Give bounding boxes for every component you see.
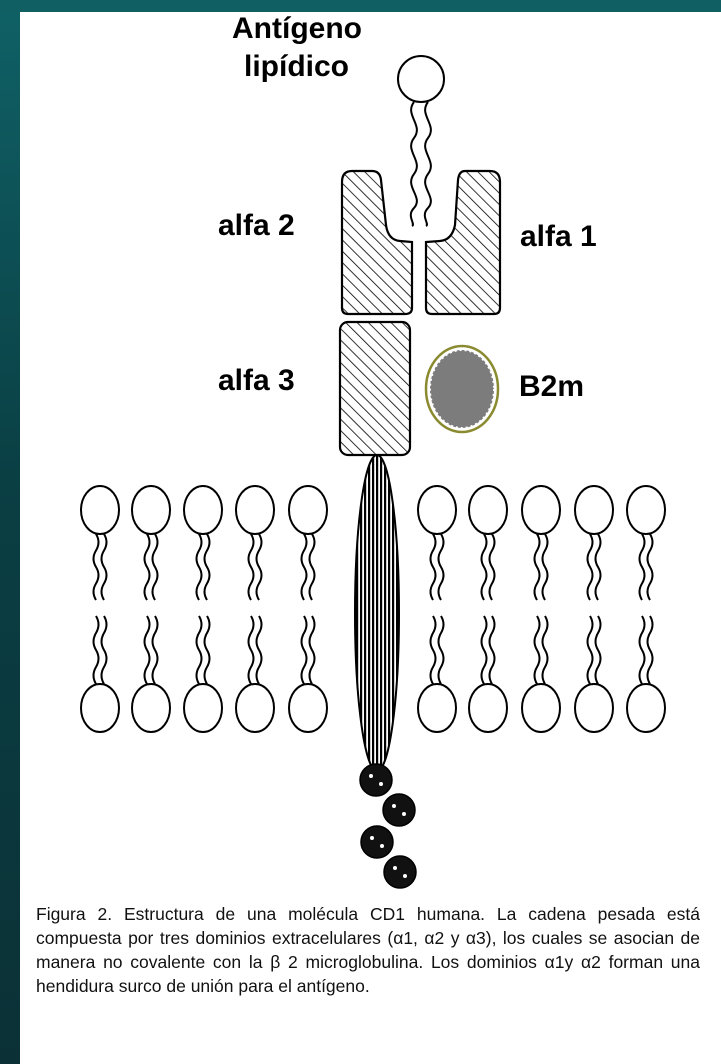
phospholipid-tail <box>543 534 548 600</box>
phospholipid-tail <box>302 616 307 684</box>
b2m-label: B2m <box>519 370 584 404</box>
phospholipid-head-inner <box>236 684 274 732</box>
alpha3-domain <box>340 322 410 455</box>
phospholipid-head-outer <box>627 486 665 534</box>
phospholipid-head-inner <box>132 684 170 732</box>
phospholipid-tail <box>482 534 487 600</box>
b2m-domain <box>426 346 498 432</box>
phospholipid-head-inner <box>575 684 613 732</box>
lipid-antigen <box>398 56 444 226</box>
phospholipid-tail <box>257 534 262 600</box>
phospholipid-tail <box>153 616 158 684</box>
phospholipid-tail <box>490 534 495 600</box>
phospholipid-head-outer <box>418 486 456 534</box>
transmembrane-segment <box>355 455 399 771</box>
phospholipid-head-inner <box>184 684 222 732</box>
phospholipid-head-inner <box>289 684 327 732</box>
phospholipid-tail <box>249 534 254 600</box>
phospholipid-tail <box>205 534 210 600</box>
phospholipid-tail <box>431 534 436 600</box>
phospholipid-tail <box>145 616 150 684</box>
phospholipid-head-outer <box>289 486 327 534</box>
phospholipid-head-outer <box>184 486 222 534</box>
alfa1-label: alfa 1 <box>520 220 597 254</box>
antigen-label-line1: Antígeno <box>232 12 362 46</box>
phospholipid-tail <box>640 534 645 600</box>
phospholipid-head-outer <box>81 486 119 534</box>
phospholipid-head-outer <box>132 486 170 534</box>
phospholipid-tail <box>482 616 487 684</box>
cytoplasmic-tail <box>360 764 416 888</box>
phospholipid-head-inner <box>418 684 456 732</box>
phospholipid-tail <box>535 616 540 684</box>
phospholipid-tail <box>94 616 99 684</box>
phospholipid-head-outer <box>522 486 560 534</box>
phospholipid-tail <box>640 616 645 684</box>
phospholipid-tail <box>490 616 495 684</box>
phospholipid-head-outer <box>236 486 274 534</box>
phospholipid-tail <box>205 616 210 684</box>
phospholipid-tail <box>588 616 593 684</box>
alfa2-label: alfa 2 <box>218 209 295 243</box>
phospholipid-tail <box>535 534 540 600</box>
phospholipid-tail <box>310 534 315 600</box>
phospholipid-tail <box>145 534 150 600</box>
phospholipid-head-inner <box>81 684 119 732</box>
alfa3-label: alfa 3 <box>218 364 295 398</box>
phospholipid-tail <box>439 534 444 600</box>
phospholipid-tail <box>153 534 158 600</box>
phospholipid-head-outer <box>575 486 613 534</box>
phospholipid-head-inner <box>627 684 665 732</box>
phospholipid-head-inner <box>522 684 560 732</box>
phospholipid-tail <box>596 534 601 600</box>
phospholipid-tail <box>197 534 202 600</box>
phospholipid-tail <box>588 534 593 600</box>
phospholipid-tail <box>257 616 262 684</box>
antigen-label-line2: lipídico <box>244 50 349 84</box>
phospholipid-tail <box>648 616 653 684</box>
phospholipid-tail <box>648 534 653 600</box>
phospholipid-tail <box>94 534 99 600</box>
phospholipid-head-outer <box>469 486 507 534</box>
alpha1-domain <box>426 171 500 314</box>
phospholipid-tail <box>439 616 444 684</box>
phospholipid-head-inner <box>469 684 507 732</box>
phospholipid-tail <box>596 616 601 684</box>
phospholipid-tail <box>431 616 436 684</box>
alpha2-domain <box>342 171 412 314</box>
figure-caption: Figura 2. Estructura de una molécula CD1… <box>36 902 700 998</box>
phospholipid-tail <box>302 534 307 600</box>
phospholipid-tail <box>543 616 548 684</box>
phospholipid-tail <box>310 616 315 684</box>
phospholipid-tail <box>102 534 107 600</box>
phospholipid-tail <box>197 616 202 684</box>
phospholipid-tail <box>102 616 107 684</box>
phospholipid-tail <box>249 616 254 684</box>
